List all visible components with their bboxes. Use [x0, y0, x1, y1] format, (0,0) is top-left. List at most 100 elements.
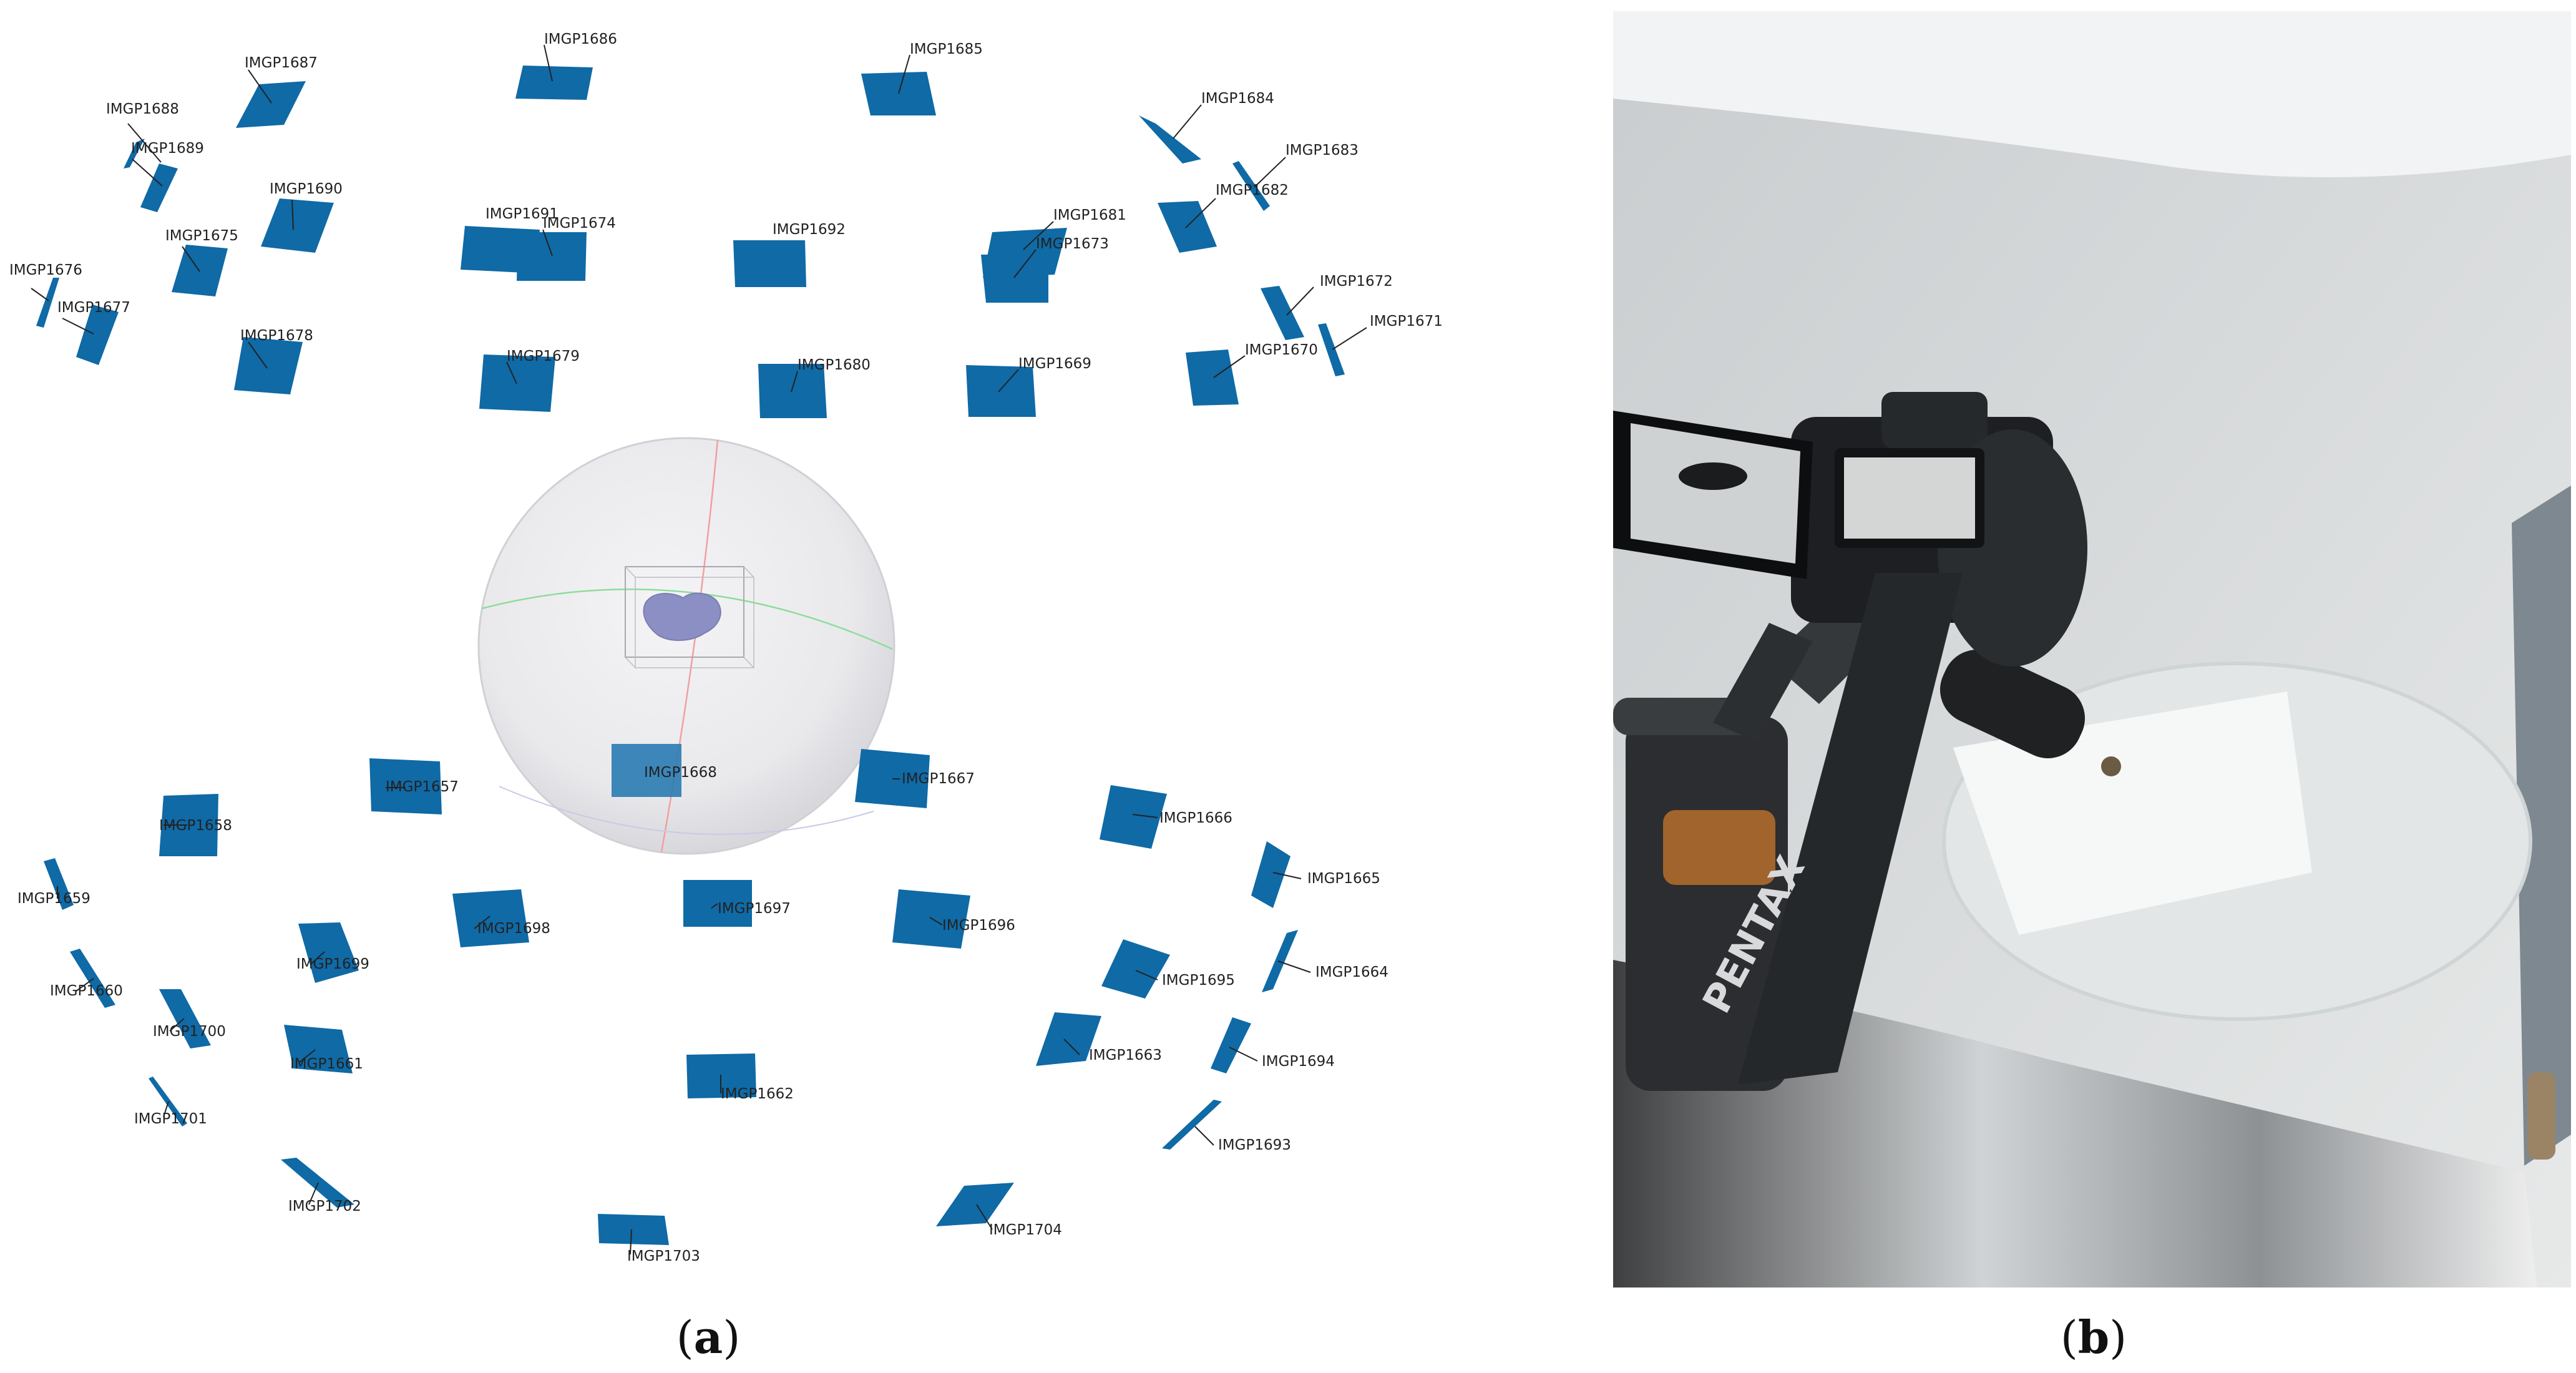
- lightbox-top-fabric: [1613, 11, 2571, 177]
- camera-label: IMGP1704: [989, 1222, 1062, 1238]
- caption-a: (a): [676, 1311, 741, 1364]
- caption-b-letter: b: [2077, 1311, 2110, 1364]
- camera-frustum: [159, 794, 218, 856]
- camera-label: IMGP1665: [1307, 871, 1380, 887]
- camera-label: IMGP1672: [1320, 273, 1393, 290]
- camera-label: IMGP1684: [1201, 90, 1274, 107]
- camera-label: IMGP1694: [1262, 1053, 1335, 1070]
- camera-frustum: [981, 255, 1048, 303]
- camera-label: IMGP1671: [1370, 313, 1443, 330]
- camera-frustum: [1261, 286, 1304, 340]
- camera-label: IMGP1700: [153, 1024, 226, 1040]
- lcd-preview-rock: [1679, 462, 1747, 490]
- camera-label: IMGP1696: [942, 917, 1015, 934]
- camera-frustum: [36, 278, 59, 328]
- camera-label: IMGP1659: [17, 891, 90, 907]
- camera-label: IMGP1692: [773, 222, 846, 238]
- camera-label: IMGP1677: [57, 300, 130, 316]
- camera-label: IMGP1678: [240, 328, 313, 344]
- leader-lines: [31, 44, 1367, 1255]
- camera-label: IMGP1664: [1315, 964, 1388, 980]
- camera-label: IMGP1682: [1216, 182, 1289, 198]
- camera-pose-viewport: IMGP1668: [9, 31, 1443, 1264]
- camera-frustum: [76, 305, 119, 365]
- camera-frustum: [1139, 115, 1201, 164]
- camera-label: IMGP1679: [507, 348, 580, 364]
- camera-labels: IMGP1686 IMGP1685 IMGP1687 IMGP1684 IMGP…: [9, 31, 1443, 1264]
- camera-frustum: [1211, 1017, 1251, 1073]
- camera-label: IMGP1675: [165, 228, 238, 244]
- camera-frustum: [44, 858, 74, 910]
- camera-frustum: [479, 354, 555, 412]
- camera-frustum: [1186, 349, 1239, 406]
- lightbox-right-frame: [2512, 486, 2571, 1166]
- camera-frustum: [1318, 323, 1345, 376]
- camera-label: IMGP1669: [1018, 356, 1091, 372]
- object-bounding-box: [625, 566, 754, 668]
- camera-frustum: [966, 365, 1036, 417]
- camera-label: IMGP1701: [134, 1111, 207, 1127]
- camera-label: IMGP1690: [270, 181, 343, 197]
- camera-label: IMGP1673: [1036, 236, 1109, 252]
- camera-frustum: [517, 232, 587, 281]
- camera-frustum: [1036, 1012, 1101, 1066]
- camera-frustum: [1251, 841, 1290, 908]
- camera-label: IMGP1681: [1053, 207, 1126, 223]
- camera-label: IMGP1674: [543, 215, 616, 232]
- camera-frustum: [234, 337, 303, 394]
- camera-frustum: [298, 922, 359, 983]
- camera-label: IMGP1693: [1218, 1137, 1291, 1153]
- camera-label: IMGP1661: [290, 1056, 363, 1072]
- dslr-camera: [1613, 392, 2087, 667]
- camera-label: IMGP1658: [159, 818, 232, 834]
- camera-frustum: [369, 758, 442, 814]
- camera-label: IMGP1687: [245, 55, 318, 71]
- center-camera: IMGP1668: [612, 744, 717, 797]
- camera-label: IMGP1667: [902, 771, 975, 787]
- camera-frustum: [124, 139, 145, 169]
- caption-b: (b): [2060, 1311, 2127, 1364]
- camera-label: IMGP1662: [721, 1086, 794, 1102]
- camera-label: IMGP1680: [798, 357, 871, 373]
- camera-frustum: [936, 1183, 1014, 1226]
- tripod: [1613, 554, 2086, 1091]
- camera-frustum: [140, 164, 178, 212]
- camera-label: IMGP1663: [1089, 1047, 1162, 1063]
- camera-label: IMGP1703: [627, 1248, 700, 1264]
- camera-label: IMGP1685: [910, 41, 983, 57]
- camera-label: IMGP1695: [1162, 972, 1235, 989]
- camera-label: IMGP1657: [386, 779, 459, 795]
- bounding-sphere: [477, 437, 895, 855]
- camera-frustum: [1101, 939, 1170, 999]
- camera-label: IMGP1666: [1159, 810, 1232, 826]
- camera-label: IMGP1670: [1245, 342, 1318, 358]
- camera-label: IMGP1691: [485, 206, 559, 222]
- camera-frustum: [1162, 1100, 1222, 1150]
- camera-frustum: [683, 880, 752, 927]
- camera-frustum: [261, 198, 334, 253]
- camera-frustum: [159, 989, 211, 1048]
- panel-b-photo: PENTAX: [1613, 11, 2571, 1287]
- camera-frustum: [733, 240, 806, 287]
- camera-label: IMGP1676: [9, 262, 82, 278]
- camera-label: IMGP1686: [544, 31, 617, 47]
- camera-frustum: [515, 66, 593, 100]
- camera-label: IMGP1697: [718, 901, 791, 917]
- camera-frustum: [1100, 785, 1167, 849]
- specimen-rock: [2101, 756, 2121, 776]
- camera-label: IMGP1683: [1286, 142, 1359, 159]
- camera-label: IMGP1698: [477, 921, 550, 937]
- panel-a-camera-reconstruction: IMGP1668: [9, 31, 1443, 1264]
- small-object-right: [2527, 1072, 2555, 1160]
- reconstructed-rock-mesh: [643, 592, 721, 641]
- camera-frustum: [758, 364, 827, 418]
- center-camera-label: IMGP1668: [644, 765, 717, 781]
- camera-frustum: [452, 889, 529, 947]
- camera-frustum: [236, 81, 306, 128]
- camera-label: IMGP1688: [106, 101, 179, 117]
- camera-frustum: [1232, 161, 1270, 211]
- camera-label: IMGP1660: [50, 983, 123, 999]
- camera-frustum: [70, 949, 115, 1008]
- camera-rig-photo: PENTAX: [1613, 11, 2571, 1287]
- caption-a-letter: a: [693, 1311, 723, 1364]
